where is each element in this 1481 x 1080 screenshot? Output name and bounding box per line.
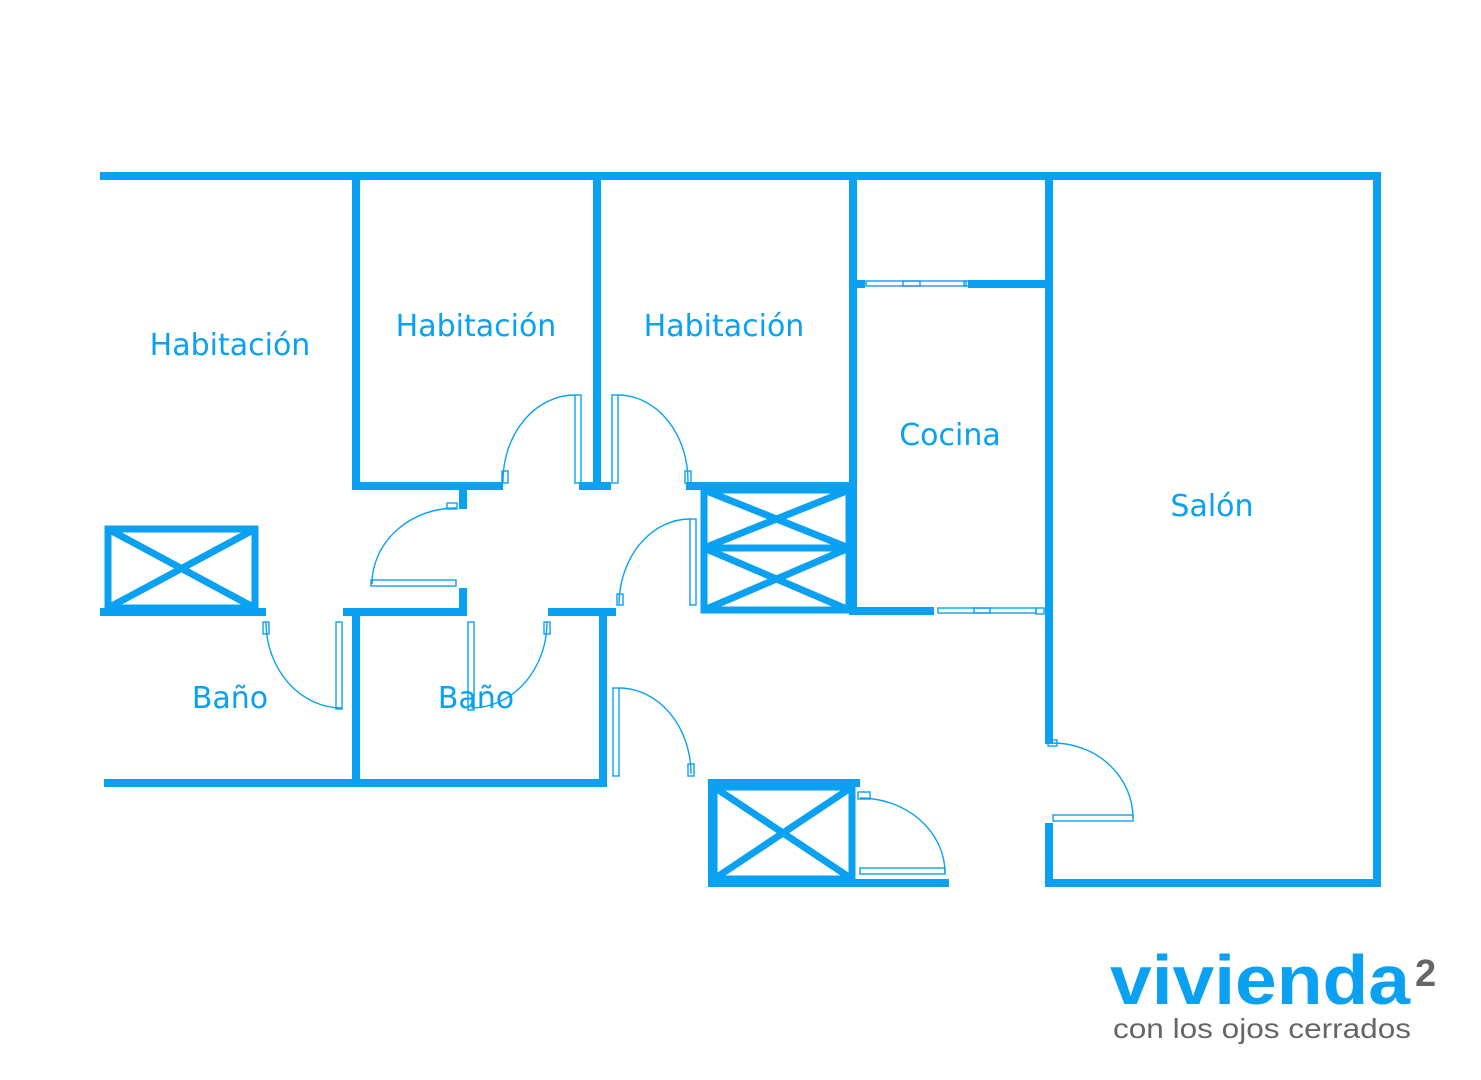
logo-wordmark: vivienda xyxy=(1110,941,1411,1019)
door-closet-center xyxy=(616,518,697,606)
room-label-bedroom-3: Habitación xyxy=(644,309,805,344)
logo-superscript: 2 xyxy=(1415,953,1436,995)
door-hall-closet xyxy=(612,687,695,777)
sliding-door-kitchen xyxy=(937,607,1045,615)
room-label-bedroom-1: Habitación xyxy=(150,328,311,363)
door-entrance xyxy=(857,791,946,875)
outer-wall xyxy=(100,172,1381,887)
room-labels: Habitación Habitación Habitación Cocina … xyxy=(150,309,1254,716)
door-bedroom-2 xyxy=(501,394,582,484)
logo: vivienda 2 con los ojos cerrados xyxy=(1110,941,1436,1044)
doors xyxy=(262,280,1134,875)
door-bathroom-1 xyxy=(262,621,343,710)
logo-tagline: con los ojos cerrados xyxy=(1113,1013,1411,1044)
door-bedroom-1 xyxy=(370,502,458,587)
walls xyxy=(100,172,1381,887)
closet-center xyxy=(700,486,853,614)
sliding-door-pantry xyxy=(865,280,970,287)
door-bathroom-2 xyxy=(467,621,551,711)
door-salon xyxy=(1047,739,1134,822)
closet-left xyxy=(104,525,259,612)
closet-entry xyxy=(710,783,856,883)
room-label-living-room: Salón xyxy=(1170,489,1253,524)
closets xyxy=(104,486,856,883)
room-label-bathroom-2: Baño xyxy=(438,681,514,716)
room-label-bedroom-2: Habitación xyxy=(396,309,557,344)
room-label-kitchen: Cocina xyxy=(899,418,1001,453)
door-bedroom-3 xyxy=(611,394,692,484)
room-label-bathroom-1: Baño xyxy=(192,681,268,716)
